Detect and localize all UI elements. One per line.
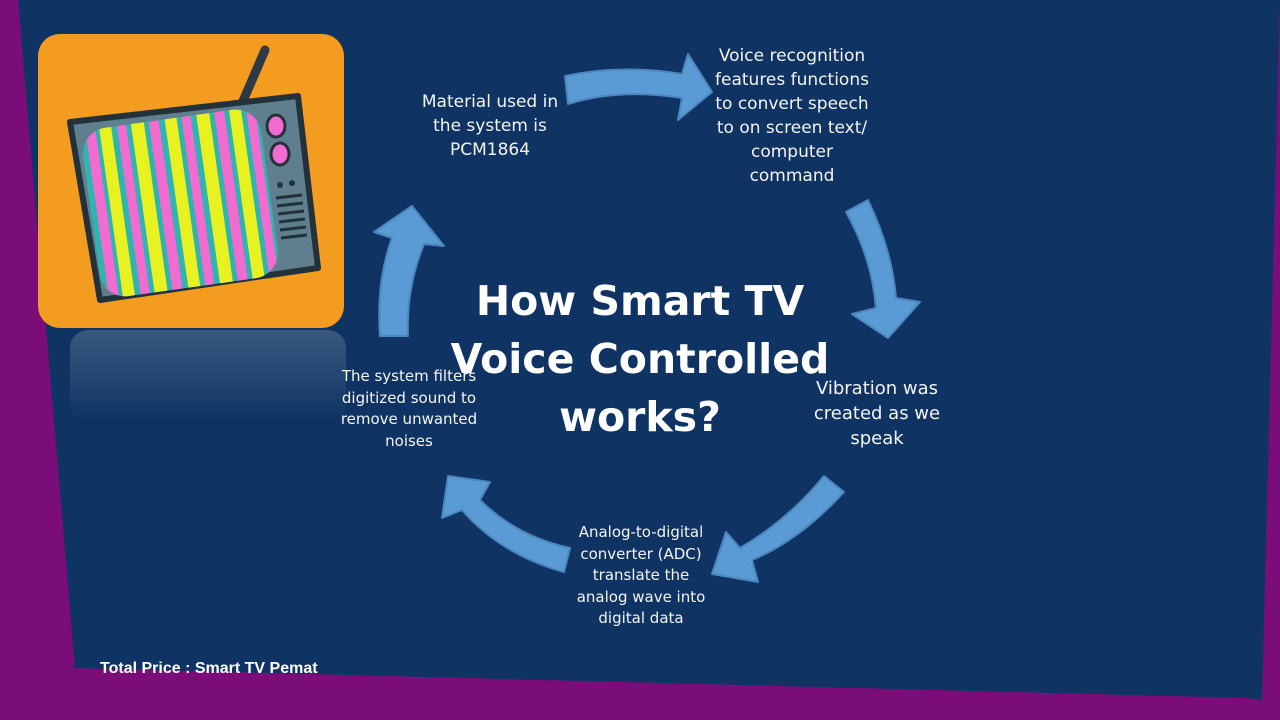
cycle-arrow-4 xyxy=(441,475,571,573)
retro-tv-icon xyxy=(38,34,346,420)
cycle-step-material: Material used in the system is PCM1864 xyxy=(421,92,559,160)
footer-caption: Total Price : Smart TV Pemat xyxy=(100,660,318,677)
cycle-step-voice-recognition: Voice recognition features functions to … xyxy=(715,46,869,186)
cycle-arrow-1 xyxy=(564,53,713,121)
slide-title: How Smart TV Voice Controlled works? xyxy=(450,277,830,441)
cycle-step-adc: Analog-to-digital converter (ADC) transl… xyxy=(576,523,706,627)
cycle-arrow-5 xyxy=(373,205,445,337)
cycle-step-filter: The system filters digitized sound to re… xyxy=(340,367,478,450)
cycle-arrow-3 xyxy=(711,475,845,583)
cycle-arrow-2 xyxy=(845,199,921,339)
cycle-step-vibration: Vibration was created as we speak xyxy=(813,378,941,449)
